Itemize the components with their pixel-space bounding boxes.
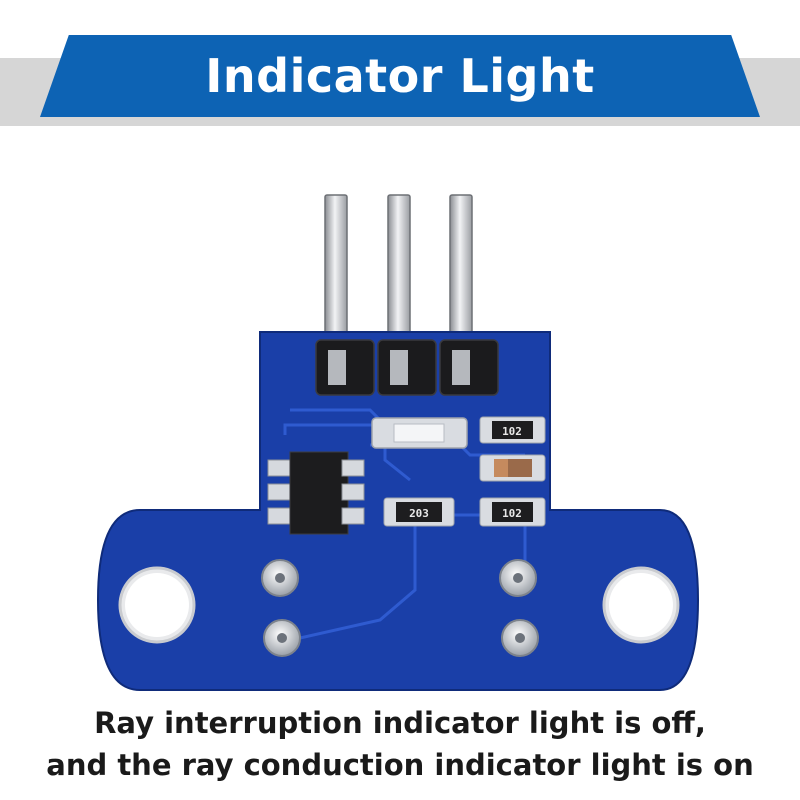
resistor-top-label: 102 [502, 425, 522, 438]
pcb-illustration: 102 203 102 [96, 194, 700, 691]
caption: Ray interruption indicator light is off,… [0, 702, 800, 786]
indicator-led [371, 417, 468, 449]
caption-line-2: and the ray conduction indicator light i… [46, 748, 754, 782]
capacitor-middle [479, 454, 546, 482]
title-banner: Indicator Light [40, 35, 760, 117]
sensor-solder-pads [261, 559, 539, 657]
sensor-module-photo: 102 203 102 [80, 180, 720, 700]
resistor-top: 102 [479, 416, 546, 444]
caption-line-1: Ray interruption indicator light is off, [94, 706, 706, 740]
resistor-left: 203 [383, 497, 455, 527]
resistor-left-label: 203 [409, 507, 429, 520]
resistor-right-label: 102 [502, 507, 522, 520]
mounting-holes [118, 566, 680, 644]
header-base [315, 339, 499, 396]
resistor-right: 102 [479, 497, 546, 527]
banner-title: Indicator Light [205, 49, 595, 103]
transistor-sot [267, 451, 365, 535]
